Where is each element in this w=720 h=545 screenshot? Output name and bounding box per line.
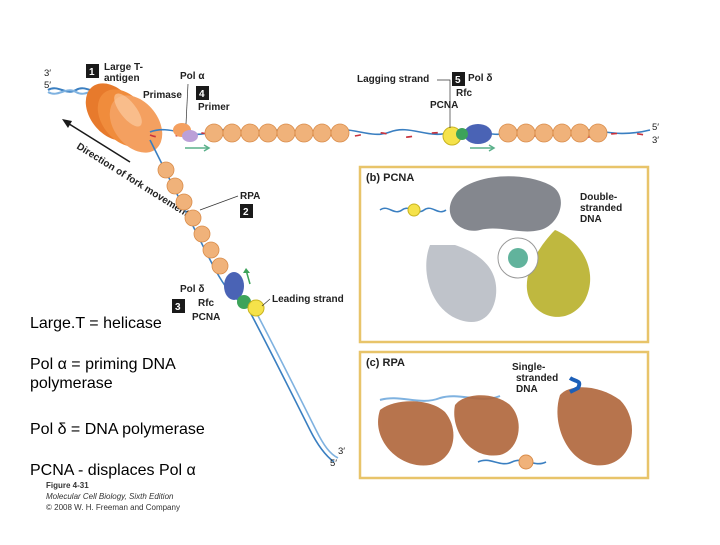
label-3prime-top: 3′: [44, 68, 51, 79]
note-pol-alpha-b: = priming DNA: [66, 356, 176, 373]
svg-text:2: 2: [243, 207, 249, 218]
pol-delta-complex-top: [442, 124, 492, 146]
pcna-structure: [426, 176, 591, 322]
note-pol-delta-symbol: δ: [57, 421, 67, 438]
large-t-antigen: [85, 83, 163, 153]
leader-rpa: [199, 195, 239, 211]
panel-rpa-title: (c) RPA: [366, 357, 405, 369]
label-large-t: Large T-antigen: [104, 62, 143, 84]
note-helicase-text: Large.T = helicase: [30, 315, 162, 332]
note-pcna-symbol: α: [186, 462, 196, 479]
pcna-ring-icon: [407, 203, 421, 217]
lagging-nucleosomes: [204, 123, 608, 143]
label-lagging-strand: Lagging strand: [357, 74, 429, 85]
rpa-nucleosome-strand: [477, 459, 547, 465]
label-5prime-right: 5′: [652, 122, 659, 133]
label-primer: Primer: [198, 102, 230, 113]
label-pol-delta-bottom: Pol δ: [180, 284, 204, 295]
label-5prime-top: 5′: [44, 80, 51, 91]
svg-text:4: 4: [199, 89, 205, 100]
rpa-nucleosome: [518, 454, 534, 470]
note-helicase: Large.T = helicase: [30, 314, 290, 333]
note-pol-alpha-a: Pol: [30, 356, 58, 373]
step-number-5: 5: [452, 72, 465, 86]
pol-alpha-primase: [173, 123, 198, 142]
direction-arrow: [62, 119, 131, 163]
label-pol-alpha: Pol α: [180, 71, 205, 82]
label-pcna-top: PCNA: [430, 100, 458, 111]
note-pcna-a: PCNA: [30, 462, 74, 479]
note-pol-delta-a: Pol: [30, 421, 58, 438]
label-rfc-top: Rfc: [456, 88, 473, 99]
step-number-4: 4: [196, 86, 209, 100]
label-leading-strand: Leading strand: [272, 294, 344, 305]
note-pol-delta-b: = DNA polymerase: [66, 421, 205, 438]
label-primase: Primase: [143, 90, 182, 101]
caption-copyright: © 2008 W. H. Freeman and Company: [46, 503, 180, 512]
label-rfc-bottom: Rfc: [198, 298, 215, 309]
note-pol-delta: Pol δ = DNA polymerase: [30, 420, 290, 439]
label-3prime-right: 3′: [652, 135, 659, 146]
label-pcna-bottom: PCNA: [192, 312, 220, 323]
leader-lagging: [437, 79, 451, 128]
note-pol-alpha-c: polymerase: [30, 375, 113, 392]
leader-pol-alpha: [185, 83, 189, 125]
label-3prime-bottom: 3′: [338, 446, 345, 457]
label-pol-delta-top: Pol δ: [468, 73, 492, 84]
panel-pcna-title: (b) PCNA: [366, 172, 414, 184]
label-5prime-bottom: 5′: [330, 458, 337, 469]
step-number-3: 3: [172, 299, 185, 313]
leading-nucleosomes: [157, 161, 229, 275]
note-pol-alpha: Pol α = priming DNA polymerase: [30, 355, 290, 393]
rpa-bound-ssdna: [568, 376, 582, 394]
caption-book: Molecular Cell Biology, Sixth Edition: [46, 492, 174, 501]
label-rpa: RPA: [240, 191, 260, 202]
svg-text:3: 3: [175, 302, 181, 313]
pol-delta-complex-bottom: [224, 268, 265, 317]
caption-figure: Figure 4-31: [46, 481, 89, 490]
step-number-2: 2: [240, 204, 253, 218]
svg-text:5: 5: [455, 75, 461, 86]
note-pol-alpha-symbol: α: [57, 356, 67, 373]
leader-leading: [261, 298, 271, 307]
note-pcna: PCNA - displaces Pol α: [30, 461, 290, 480]
step-number-1: 1: [86, 64, 99, 78]
note-pcna-b: - displaces Pol: [73, 462, 187, 479]
rpa-structure: [378, 387, 632, 466]
short-dna-arrows: [185, 144, 496, 152]
svg-text:1: 1: [89, 67, 95, 78]
